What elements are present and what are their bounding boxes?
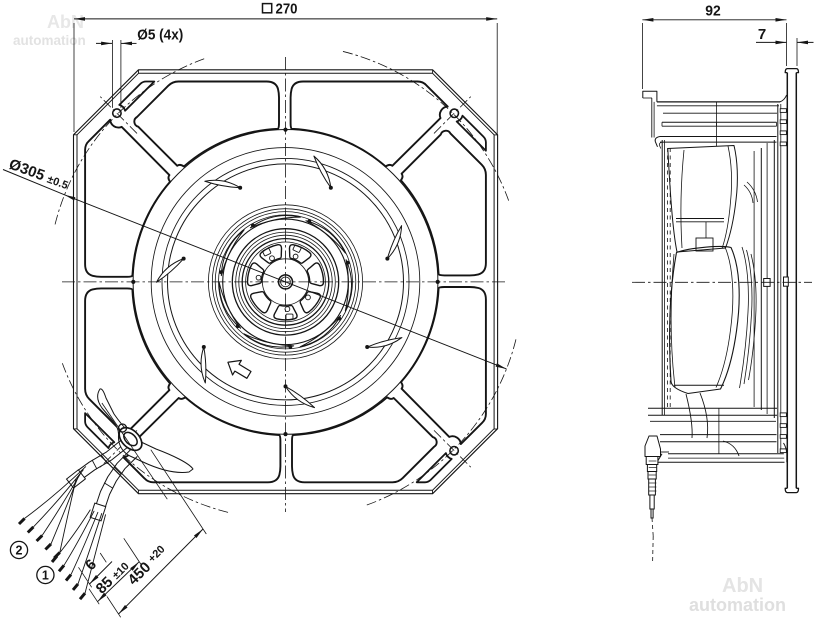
svg-text:AbN: AbN bbox=[47, 12, 84, 32]
svg-text:Ø5 (4x): Ø5 (4x) bbox=[137, 27, 183, 44]
svg-text:AbN: AbN bbox=[722, 575, 763, 597]
svg-text:270: 270 bbox=[276, 0, 298, 17]
svg-text:1: 1 bbox=[42, 568, 49, 582]
svg-text:2: 2 bbox=[16, 543, 23, 557]
svg-text:7: 7 bbox=[758, 26, 766, 43]
svg-text:automation: automation bbox=[13, 33, 86, 48]
svg-text:automation: automation bbox=[689, 595, 786, 615]
svg-text:92: 92 bbox=[705, 3, 721, 20]
